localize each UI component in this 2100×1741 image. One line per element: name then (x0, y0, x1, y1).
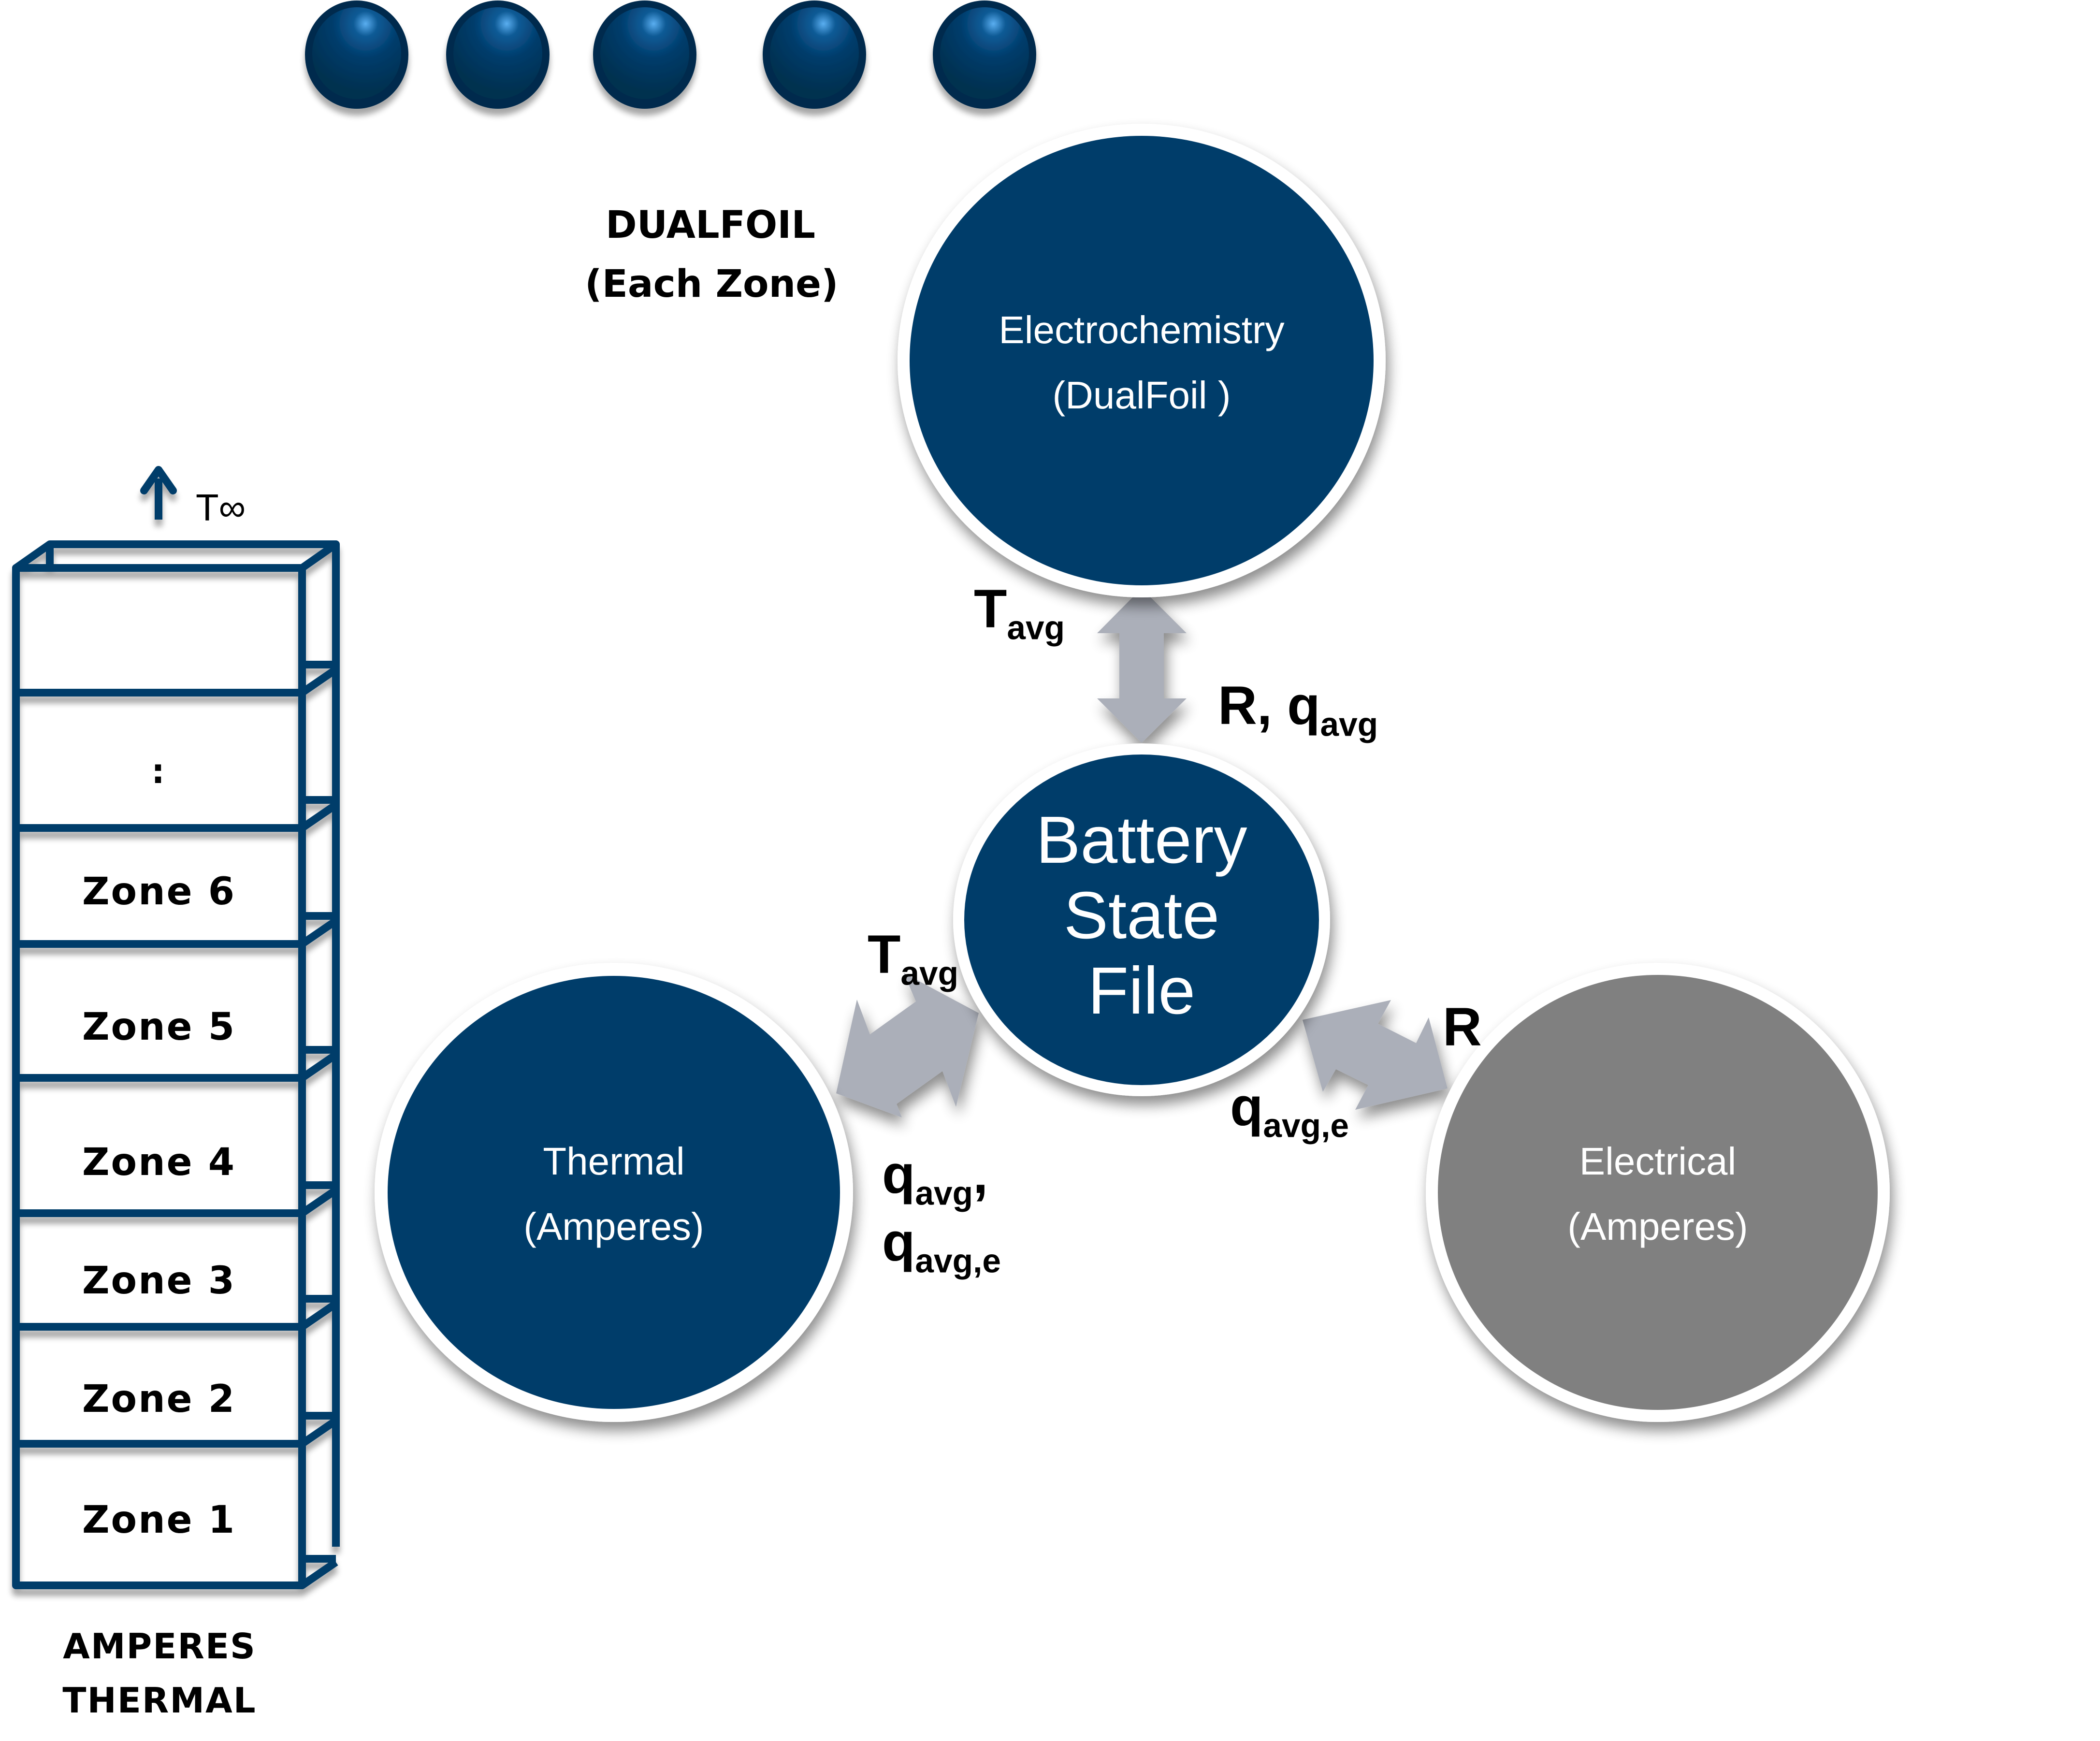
zone-label: Zone 6 (82, 870, 236, 914)
electrical-exchange-arrow-icon (1303, 1000, 1448, 1110)
electrical-title: Electrical (1579, 1140, 1737, 1183)
dualfoil-zone-node (933, 0, 1036, 109)
zone-label: Zone 1 (82, 1498, 236, 1542)
electrochemistry-subtitle: (DualFoil ) (1052, 374, 1231, 417)
electrochem-exchange-arrow-icon (1097, 588, 1187, 743)
electrochemistry-title: Electrochemistry (999, 308, 1285, 351)
zone-label: Zone 3 (82, 1259, 236, 1303)
zone-divider-depth (300, 796, 338, 831)
amperes-stack (12, 466, 340, 1589)
dualfoil-zone-node (446, 0, 550, 109)
thermal-title: Thermal (543, 1140, 685, 1183)
stack-ellipsis: : (151, 752, 165, 791)
dualfoil-zone-node (593, 0, 696, 109)
zone-divider-depth (300, 1412, 338, 1447)
thermal-exchange-arrow-icon (836, 973, 979, 1117)
zone-divider-depth (300, 1046, 338, 1081)
electrical-subtitle: (Amperes) (1567, 1205, 1748, 1248)
electrical-node[interactable] (1426, 963, 1890, 1422)
thermal-subtitle: (Amperes) (523, 1205, 704, 1248)
zone-label: Zone 4 (82, 1141, 236, 1184)
battery-state-line3: File (1087, 954, 1196, 1028)
battery-state-line1: Battery (1036, 803, 1247, 877)
zone-divider-depth (300, 1181, 338, 1217)
thermal-qavg-e-label: qavg,e (882, 1212, 1001, 1280)
battery-state-file-label: Battery State File (997, 802, 1287, 1029)
dualfoil-chain (305, 0, 1036, 109)
battery-state-file-node[interactable] (953, 743, 1330, 1096)
electrical-r-label: R (1443, 997, 1482, 1057)
zone-divider-depth (300, 1295, 338, 1330)
zone-label: Zone 2 (82, 1378, 236, 1421)
zone-divider-depth (300, 912, 338, 947)
amperes-thermal-label-line1: AMPERES (63, 1626, 256, 1667)
zone-divider-depth (300, 661, 338, 696)
thermal-node-label: Thermal (Amperes) (469, 1129, 759, 1259)
ambient-temperature-label: T∞ (196, 486, 246, 529)
electrical-qavg-e-label: qavg,e (1230, 1076, 1349, 1145)
dualfoil-zone-node (305, 0, 408, 109)
thermal-tavg-label: Tavg (868, 924, 959, 992)
amperes-thermal-label: AMPERES THERMAL (29, 1619, 290, 1727)
dualfoil-label-line2: (Each Zone) (585, 262, 839, 306)
dualfoil-label: DUALFOIL (Each Zone) (585, 196, 839, 314)
electrochemistry-node[interactable] (898, 124, 1386, 597)
thermal-qavg-label: qavg, (882, 1144, 988, 1212)
electrochem-r-qavg-label: R, qavg (1218, 675, 1378, 743)
heat-flux-arrow-icon (140, 466, 177, 520)
dualfoil-zone-node (763, 0, 866, 109)
electrochemistry-node-label: Electrochemistry (DualFoil ) (948, 297, 1335, 428)
amperes-thermal-label-line2: THERMAL (62, 1680, 257, 1721)
battery-state-line2: State (1063, 878, 1220, 953)
dualfoil-label-line1: DUALFOIL (605, 203, 816, 247)
electrical-node-label: Electrical (Amperes) (1513, 1129, 1803, 1259)
thermal-node[interactable] (375, 963, 853, 1422)
electrochem-tavg-label: Tavg (974, 579, 1065, 647)
zone-label: Zone 5 (82, 1005, 236, 1049)
